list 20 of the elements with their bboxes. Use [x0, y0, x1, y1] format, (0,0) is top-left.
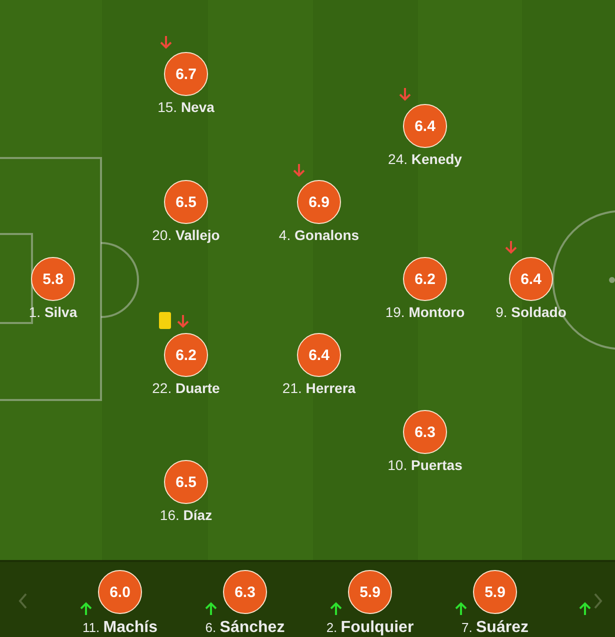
- player-name: 16. Díaz: [160, 507, 212, 524]
- player-name: 24. Kenedy: [388, 151, 462, 168]
- player-name: 9. Soldado: [496, 304, 566, 321]
- player-name: 7. Suárez: [462, 619, 528, 636]
- player-name: 19. Montoro: [385, 304, 465, 321]
- player-name: 10. Puertas: [388, 457, 462, 474]
- rating-circle: 5.9: [473, 570, 517, 614]
- rating-circle: 6.0: [98, 570, 142, 614]
- player-name: 6. Sánchez: [205, 619, 285, 636]
- bench-bar: [0, 560, 615, 637]
- player-name: 4. Gonalons: [278, 227, 360, 244]
- player-name: 15. Neva: [158, 99, 214, 116]
- player-name: 2. Foulquier: [326, 619, 414, 636]
- player-name: 22. Duarte: [152, 380, 220, 397]
- rating-circle: 5.9: [348, 570, 392, 614]
- player-name: 20. Vallejo: [152, 227, 220, 244]
- player-name: 1. Silva: [28, 304, 78, 321]
- player-name: 21. Herrera: [282, 380, 356, 397]
- rating-circle: 6.3: [223, 570, 267, 614]
- player-name: 11. Machís: [82, 619, 158, 636]
